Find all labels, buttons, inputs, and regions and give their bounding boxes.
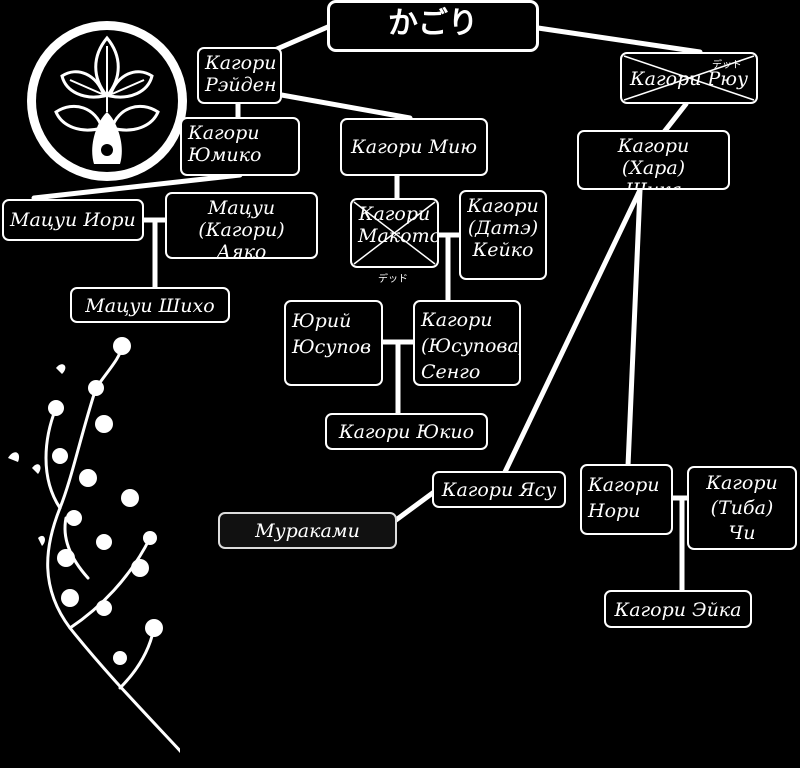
node-yasu[interactable]: Кагори Ясу <box>432 471 566 508</box>
deceased-cross-icon <box>353 201 436 265</box>
node-yuriy[interactable]: Юрий Юсупов <box>284 300 383 386</box>
line-title-raiden <box>267 23 333 55</box>
cherry-blossom-branch-icon <box>8 337 180 753</box>
node-nori[interactable]: Кагори Нори <box>580 464 673 535</box>
deceased-label: デッド <box>378 274 408 285</box>
node-keiko[interactable]: Кагори (Датэ) Кейко <box>459 190 547 280</box>
page-title: かごり <box>327 0 539 52</box>
node-yukio[interactable]: Кагори Юкио <box>325 413 488 450</box>
line-title-ryu <box>535 25 703 55</box>
line-raiden-miyu <box>273 91 413 121</box>
node-miyu[interactable]: Кагори Мию <box>340 118 488 176</box>
line-shika-nori <box>625 187 643 469</box>
node-shidzu[interactable]: Мураками Сидзу <box>218 512 397 549</box>
line-yumiko-ayako <box>31 172 243 201</box>
deceased-label: デッド <box>712 60 742 71</box>
node-ayako[interactable]: Мацуи (Кагори) Аяко <box>165 192 318 259</box>
node-eika[interactable]: Кагори Эйка <box>604 590 752 628</box>
line-yasu-shidzu <box>393 489 437 523</box>
family-crest-icon <box>27 21 187 181</box>
node-chi[interactable]: Кагори (Тиба) Чи <box>687 466 797 550</box>
node-raiden[interactable]: Кагори Рэйден <box>197 47 282 104</box>
node-shika[interactable]: Кагори (Хара) Шика <box>577 130 730 190</box>
node-iori[interactable]: Мацуи Иори <box>2 199 144 241</box>
node-shiho[interactable]: Мацуи Шихо <box>70 287 230 323</box>
line-shika-yasu <box>502 187 643 475</box>
line-ryu-shika <box>661 101 689 135</box>
node-yumiko[interactable]: Кагори Юмико <box>180 117 300 176</box>
deceased-cross-icon <box>623 55 755 101</box>
node-ryu[interactable]: Кагори Рюу <box>620 52 758 104</box>
node-sengo[interactable]: Кагори (Юсупова) Сенго <box>413 300 521 386</box>
